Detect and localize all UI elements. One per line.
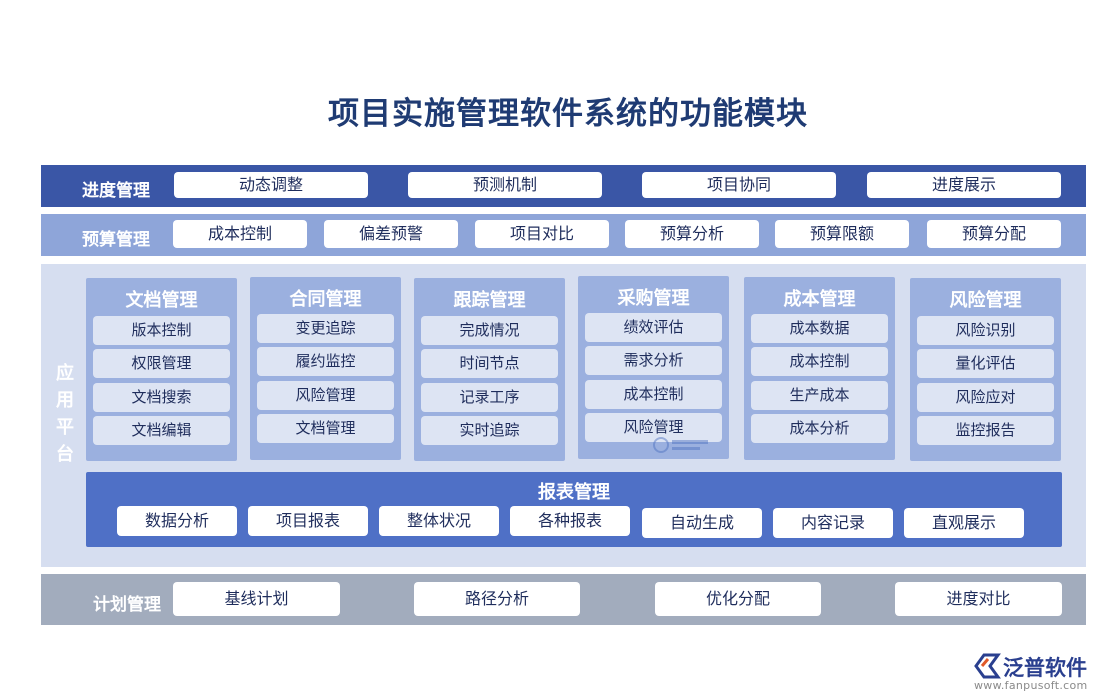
module-item: 绩效评估 bbox=[585, 313, 722, 342]
platform-label-char: 台 bbox=[56, 444, 74, 465]
module-item: 实时追踪 bbox=[421, 416, 558, 445]
module-title: 采购管理 bbox=[617, 288, 690, 309]
budget-label: 预算管理 bbox=[82, 230, 150, 250]
module-document: 文档管理 版本控制 权限管理 文档搜索 文档编辑 bbox=[86, 278, 237, 461]
plan-item: 基线计划 bbox=[173, 582, 340, 616]
module-item: 监控报告 bbox=[917, 416, 1054, 445]
module-item: 文档编辑 bbox=[93, 416, 230, 445]
module-item: 生产成本 bbox=[751, 381, 888, 410]
module-item: 记录工序 bbox=[421, 383, 558, 412]
module-tracking: 跟踪管理 完成情况 时间节点 记录工序 实时追踪 bbox=[414, 278, 565, 461]
brand-logo: 泛普软件 www.fanpusoft.com bbox=[970, 652, 1094, 696]
plan-item: 优化分配 bbox=[655, 582, 821, 616]
module-item: 履约监控 bbox=[257, 347, 394, 376]
fanpu-logo-icon bbox=[974, 653, 1001, 679]
module-title: 合同管理 bbox=[289, 289, 362, 310]
platform-label-char: 应 bbox=[56, 363, 74, 384]
report-module: 报表管理 数据分析 项目报表 整体状况 各种报表 自动生成 内容记录 直观展示 bbox=[86, 472, 1062, 547]
platform-label-char: 平 bbox=[56, 417, 74, 438]
brand-url: www.fanpusoft.com bbox=[974, 679, 1088, 692]
module-procurement: 采购管理 绩效评估 需求分析 成本控制 风险管理 bbox=[578, 276, 729, 459]
module-item: 版本控制 bbox=[93, 316, 230, 345]
progress-band: 进度管理 动态调整 预测机制 项目协同 进度展示 bbox=[41, 165, 1086, 207]
progress-item: 进度展示 bbox=[867, 172, 1061, 198]
module-item: 风险应对 bbox=[917, 383, 1054, 412]
budget-item: 预算分配 bbox=[927, 220, 1061, 248]
platform-label: 应 用 平 台 bbox=[52, 360, 78, 468]
progress-item: 预测机制 bbox=[408, 172, 602, 198]
module-risk: 风险管理 风险识别 量化评估 风险应对 监控报告 bbox=[910, 278, 1061, 461]
budget-item: 偏差预警 bbox=[324, 220, 458, 248]
module-contract: 合同管理 变更追踪 履约监控 风险管理 文档管理 bbox=[250, 277, 401, 460]
platform-label-char: 用 bbox=[56, 390, 74, 411]
brand-name: 泛普软件 bbox=[1003, 656, 1087, 680]
module-item: 文档管理 bbox=[257, 414, 394, 443]
budget-item: 预算分析 bbox=[625, 220, 759, 248]
progress-label: 进度管理 bbox=[82, 181, 150, 201]
page-title: 项目实施管理软件系统的功能模块 bbox=[328, 96, 808, 132]
module-item: 时间节点 bbox=[421, 349, 558, 378]
module-item: 变更追踪 bbox=[257, 314, 394, 343]
plan-item: 路径分析 bbox=[414, 582, 580, 616]
module-item: 需求分析 bbox=[585, 346, 722, 375]
plan-item: 进度对比 bbox=[895, 582, 1062, 616]
module-item: 成本控制 bbox=[751, 347, 888, 376]
report-item: 内容记录 bbox=[773, 508, 893, 538]
module-item: 量化评估 bbox=[917, 349, 1054, 378]
module-item: 权限管理 bbox=[93, 349, 230, 378]
report-item: 整体状况 bbox=[379, 506, 499, 536]
budget-item: 预算限额 bbox=[775, 220, 909, 248]
report-item: 项目报表 bbox=[248, 506, 368, 536]
report-item: 直观展示 bbox=[904, 508, 1024, 538]
report-title: 报表管理 bbox=[538, 482, 610, 503]
module-title: 风险管理 bbox=[949, 290, 1022, 311]
progress-item: 项目协同 bbox=[642, 172, 836, 198]
plan-band: 计划管理 基线计划 路径分析 优化分配 进度对比 bbox=[41, 574, 1086, 625]
progress-item: 动态调整 bbox=[174, 172, 368, 198]
module-item: 成本分析 bbox=[751, 414, 888, 443]
module-item: 风险识别 bbox=[917, 316, 1054, 345]
report-item: 各种报表 bbox=[510, 506, 630, 536]
budget-item: 项目对比 bbox=[475, 220, 609, 248]
plan-label: 计划管理 bbox=[93, 595, 161, 615]
module-title: 文档管理 bbox=[125, 290, 198, 311]
report-item: 自动生成 bbox=[642, 508, 762, 538]
budget-band: 预算管理 成本控制 偏差预警 项目对比 预算分析 预算限额 预算分配 bbox=[41, 214, 1086, 256]
module-item: 成本数据 bbox=[751, 314, 888, 343]
module-item: 风险管理 bbox=[257, 381, 394, 410]
module-item: 风险管理 bbox=[585, 413, 722, 442]
budget-item: 成本控制 bbox=[173, 220, 307, 248]
module-item: 完成情况 bbox=[421, 316, 558, 345]
module-title: 成本管理 bbox=[783, 289, 856, 310]
module-item: 成本控制 bbox=[585, 380, 722, 409]
module-item: 文档搜索 bbox=[93, 383, 230, 412]
report-item: 数据分析 bbox=[117, 506, 237, 536]
module-title: 跟踪管理 bbox=[453, 290, 526, 311]
module-cost: 成本管理 成本数据 成本控制 生产成本 成本分析 bbox=[744, 277, 895, 460]
watermark-logo-icon bbox=[653, 437, 708, 453]
